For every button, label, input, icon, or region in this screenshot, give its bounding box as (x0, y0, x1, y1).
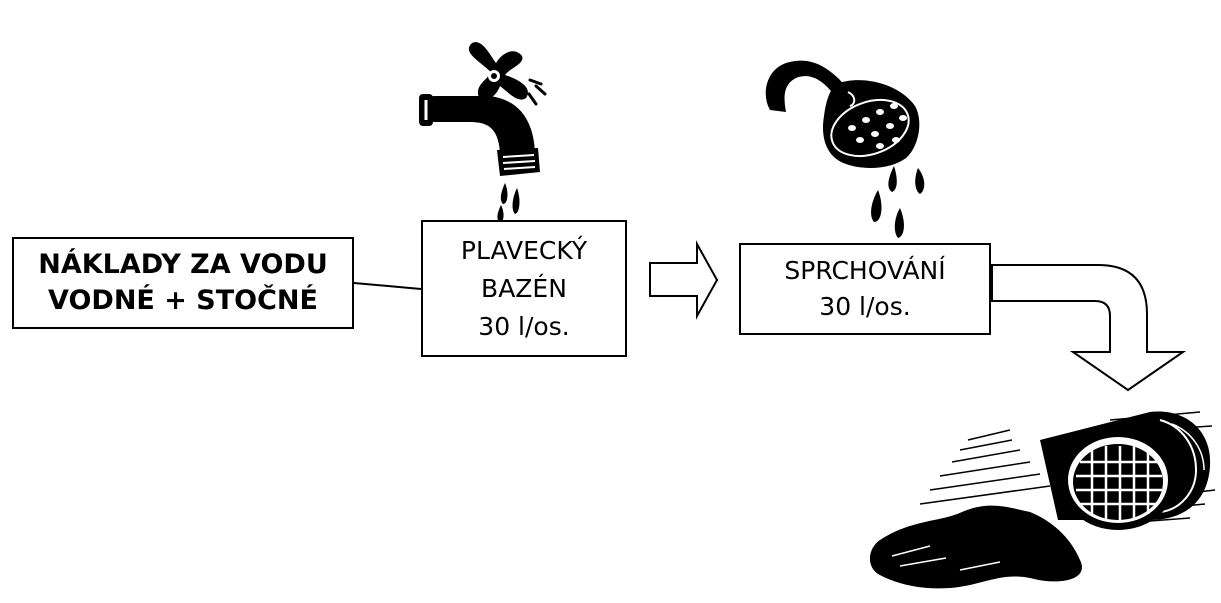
shower-line-2: 30 l/os. (819, 292, 911, 321)
pool-line-2: BAZÉN (481, 273, 567, 303)
pool-line-1: PLAVECKÝ (460, 235, 588, 265)
water-tap-icon (419, 42, 547, 223)
water-costs-box: NÁKLADY ZA VODU VODNÉ + STOČNÉ (12, 237, 354, 329)
connector-line (353, 282, 422, 290)
costs-line-1: NÁKLADY ZA VODU (38, 249, 328, 280)
swimming-pool-box: PLAVECKÝ BAZÉN 30 l/os. (421, 220, 627, 357)
drain-pipe-icon (869, 411, 1216, 589)
showering-box: SPRCHOVÁNÍ 30 l/os. (739, 243, 991, 335)
shower-head-icon (765, 60, 925, 238)
costs-line-2: VODNÉ + STOČNÉ (48, 285, 318, 316)
flow-arrow (649, 240, 719, 320)
shower-line-1: SPRCHOVÁNÍ (784, 256, 946, 285)
pool-line-3: 30 l/os. (478, 311, 570, 341)
drain-arrow (991, 264, 1187, 392)
